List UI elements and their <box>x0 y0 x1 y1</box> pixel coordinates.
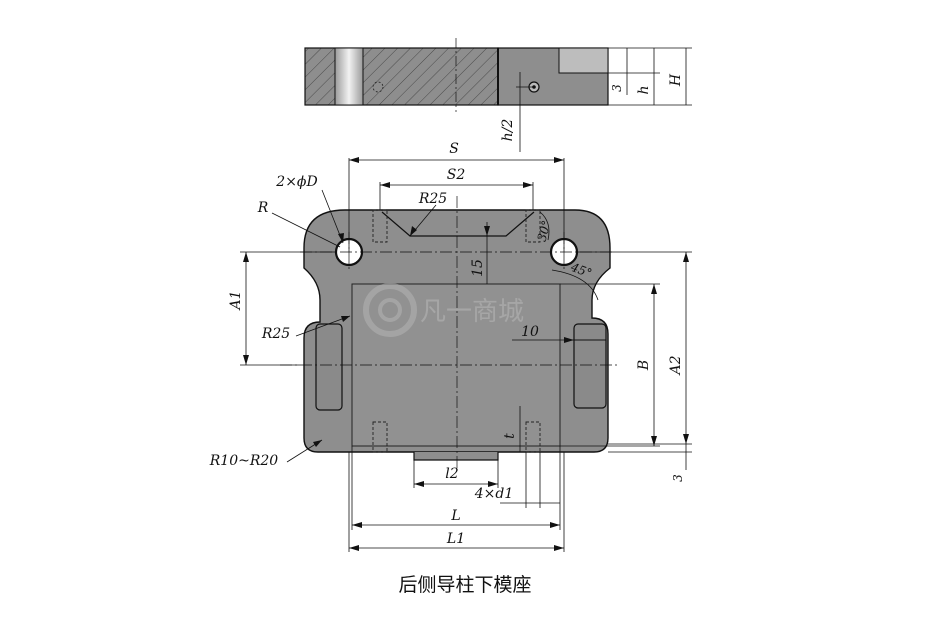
dim-A1: A1 <box>228 290 244 311</box>
dim-15: 15 <box>470 259 486 277</box>
threaded-hole-bottom-right <box>525 421 541 453</box>
dim-H: H <box>668 73 684 87</box>
dim-bottom-3: 3 <box>671 474 685 482</box>
side-view-step-pocket <box>558 47 609 74</box>
side-view-body-left <box>304 47 499 106</box>
top-view-dimension-lines <box>240 158 692 552</box>
dim-side-3: 3 <box>610 84 624 92</box>
top-view: 凡一商城 <box>209 141 692 552</box>
dim-S2: S2 <box>447 167 466 183</box>
dim-holes-D: 2×ϕD <box>275 174 317 190</box>
drawing-caption: 后侧导柱下模座 <box>398 574 532 596</box>
dim-h-half: h/2 <box>500 119 516 142</box>
watermark: 凡一商城 <box>363 283 524 337</box>
dim-t: t <box>502 433 518 439</box>
watermark-text: 凡一商城 <box>420 297 524 327</box>
dim-R25-top: R25 <box>418 191 447 207</box>
top-recess <box>381 211 535 237</box>
dim-4xd1: 4×d1 <box>474 486 514 502</box>
arrowheads <box>243 157 689 551</box>
side-view-guide-pin <box>334 47 364 106</box>
threaded-hole-bottom-left <box>372 421 388 453</box>
dim-h: h <box>636 85 652 94</box>
dim-R25-left: R25 <box>261 326 290 342</box>
side-view-hidden-hole <box>372 81 384 93</box>
dim-L: L <box>450 508 460 524</box>
dim-l2: l2 <box>445 466 458 482</box>
dim-R: R <box>257 200 269 216</box>
dim-angle-30: 30° <box>535 219 554 243</box>
side-view: H h 3 h/2 <box>304 38 692 152</box>
bearing-logo-icon <box>363 283 417 337</box>
dim-S: S <box>449 141 459 157</box>
dim-B: B <box>636 360 652 371</box>
left-side-slot <box>315 323 343 411</box>
dim-L1: L1 <box>446 531 465 547</box>
dim-10: 10 <box>521 324 539 340</box>
dim-R10-R20: R10~R20 <box>209 453 279 469</box>
right-side-slot <box>573 323 607 409</box>
side-view-dimensions <box>516 47 692 152</box>
bottom-notch <box>413 452 499 461</box>
dim-A2: A2 <box>668 355 684 376</box>
